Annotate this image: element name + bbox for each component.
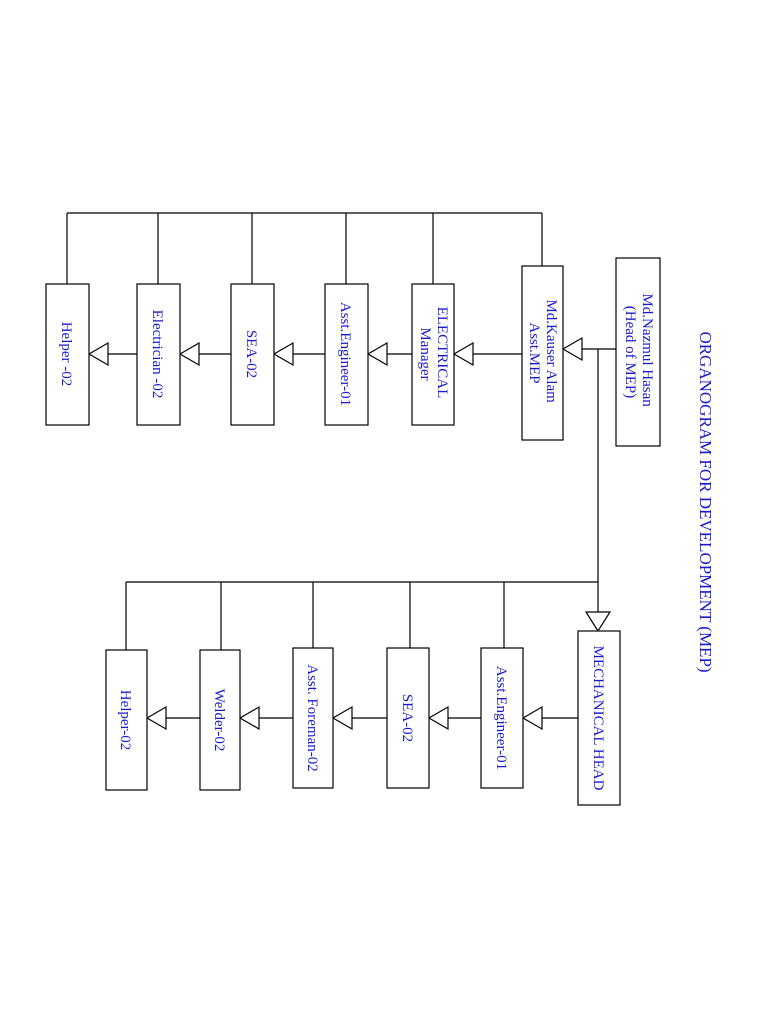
electrical-asst-engineer-node: Asst.Engineer-01 (324, 283, 369, 426)
asst-foreman-node: Asst. Foreman-02 (292, 647, 334, 789)
head-of-mep-node: Md.Nazmul Hasan (Head of MEP) (615, 257, 661, 447)
electrical-helper-node: Helper -02 (45, 283, 90, 426)
arrow-to-electrical-lead (561, 336, 583, 362)
electrical-manager-label: ELECTRICAL Manager (417, 307, 450, 402)
mechanical-head-node: MECHANICAL HEAD (577, 630, 621, 806)
mechanical-sea-node: SEA-02 (386, 647, 430, 789)
arrow-to-mechanical-head (584, 611, 612, 633)
head-of-mep-label: Md.Nazmul Hasan (Head of MEP) (622, 293, 655, 410)
mechanical-helper-label: Helper-02 (117, 690, 133, 751)
electrical-sea-label: SEA-02 (243, 330, 259, 378)
electrician-label: Electrician -02 (149, 310, 165, 399)
electrical-lead-label: Md.Kauser Alam Asst.MEP (526, 299, 559, 406)
mechanical-asst-engineer-node: Asst.Engineer-01 (480, 647, 524, 789)
welder-label: Welder-02 (211, 689, 227, 752)
electrician-node: Electrician -02 (136, 283, 181, 426)
mechanical-asst-engineer-label: Asst.Engineer-01 (493, 666, 509, 770)
mechanical-sea-label: SEA-02 (399, 694, 415, 742)
electrical-manager-node: ELECTRICAL Manager (411, 283, 455, 426)
electrical-helper-label: Helper -02 (58, 322, 74, 387)
mechanical-head-label: MECHANICAL HEAD (590, 646, 606, 791)
electrical-asst-engineer-label: Asst.Engineer-01 (337, 302, 353, 406)
electrical-sea-node: SEA-02 (230, 283, 275, 426)
welder-node: Welder-02 (199, 649, 241, 791)
diagram-title: ORGANOGRAM FOR DEVELOPMENT (MEP) (696, 331, 715, 672)
asst-foreman-label: Asst. Foreman-02 (304, 664, 320, 772)
mechanical-helper-node: Helper-02 (105, 649, 148, 791)
electrical-lead-node: Md.Kauser Alam Asst.MEP (521, 265, 564, 441)
